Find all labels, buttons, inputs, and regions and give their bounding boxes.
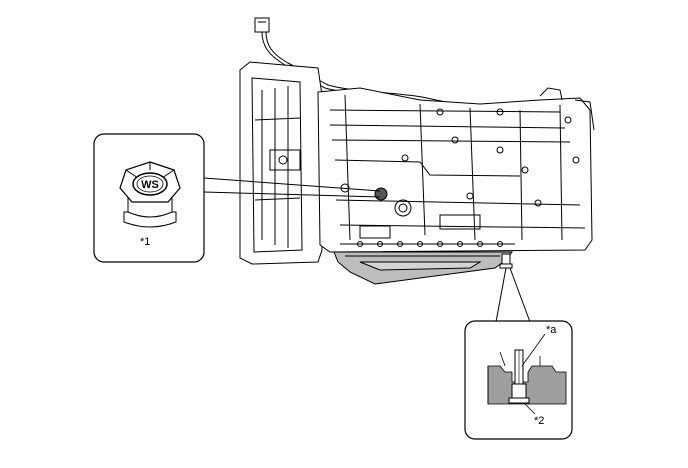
fill-plug-detail: WS *1 [93,133,381,263]
plug-marking-text: WS [141,179,159,191]
bell-housing [239,61,323,265]
plug-marking-badge [132,172,168,196]
drain-plug-callout: *2 [534,415,544,427]
transmission-assembly [239,17,595,285]
drain-plug-location [499,253,513,269]
valve-body-bolts [340,241,515,247]
drain-plug-detail: *a *2 [464,267,573,440]
fill-plug-callout: *1 [140,236,150,248]
fill-plug-location [374,187,388,201]
overflow-tube-callout: *a [546,324,557,336]
main-case [317,87,595,253]
fluid-section [487,365,567,405]
